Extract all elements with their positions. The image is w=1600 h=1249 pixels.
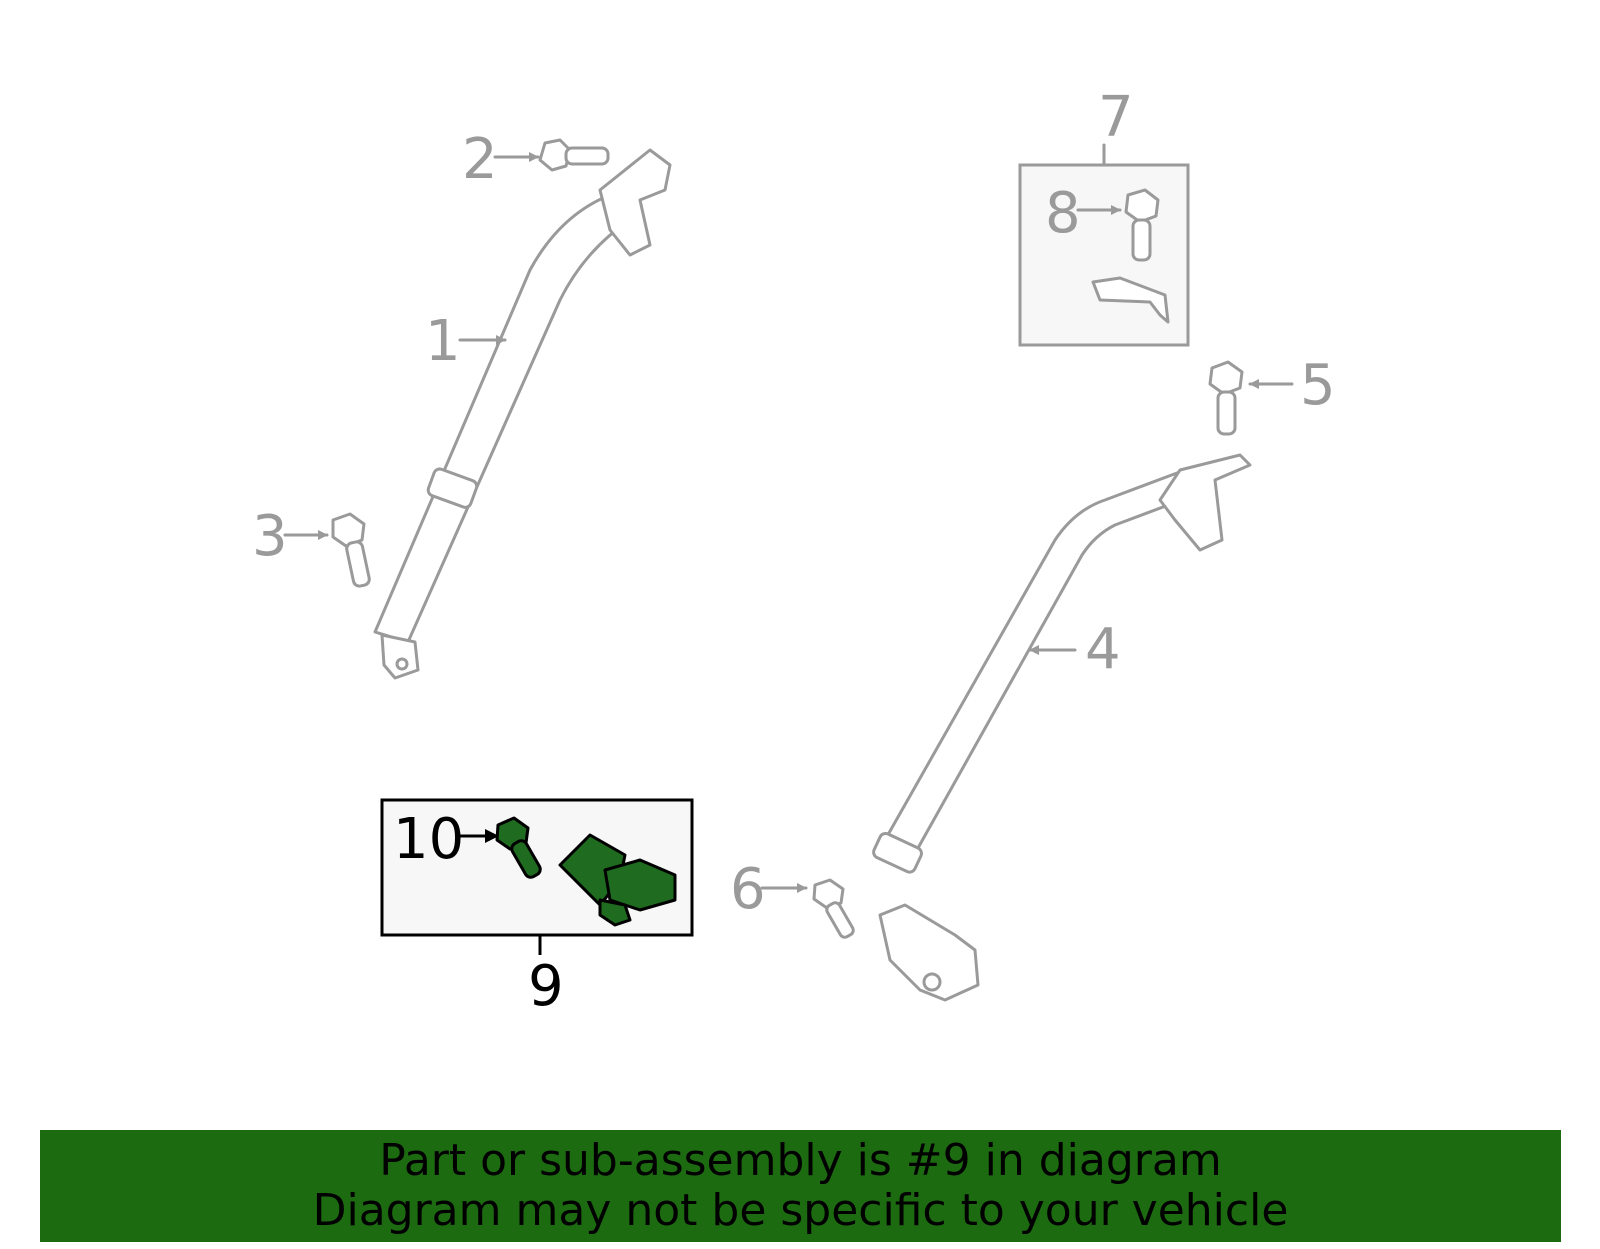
kit-box-7[interactable] [1018, 143, 1190, 347]
banner-line-1: Part or sub-assembly is #9 in diagram [379, 1135, 1222, 1186]
bolt-5[interactable] [1208, 360, 1244, 436]
info-banner: Part or sub-assembly is #9 in diagram Di… [40, 1130, 1561, 1242]
callout-7: 7 [1098, 85, 1134, 150]
bolt-6[interactable] [812, 878, 855, 939]
callout-8: 8 [1045, 181, 1081, 246]
callout-5: 5 [1300, 353, 1336, 418]
callout-9: 9 [528, 954, 564, 1019]
bolt-3[interactable] [331, 512, 371, 588]
callout-1: 1 [425, 309, 461, 374]
callout-10: 10 [393, 807, 464, 872]
seat-belt-assembly-right[interactable] [872, 453, 1252, 1002]
seat-belt-assembly-left[interactable] [373, 148, 672, 680]
callout-6: 6 [730, 857, 766, 922]
banner-line-2: Diagram may not be specific to your vehi… [312, 1185, 1289, 1236]
kit-box-9-highlighted[interactable] [380, 798, 694, 955]
callout-3: 3 [252, 504, 288, 569]
bolt-2[interactable] [538, 138, 610, 172]
callout-4: 4 [1085, 617, 1121, 682]
callout-2: 2 [462, 127, 498, 192]
